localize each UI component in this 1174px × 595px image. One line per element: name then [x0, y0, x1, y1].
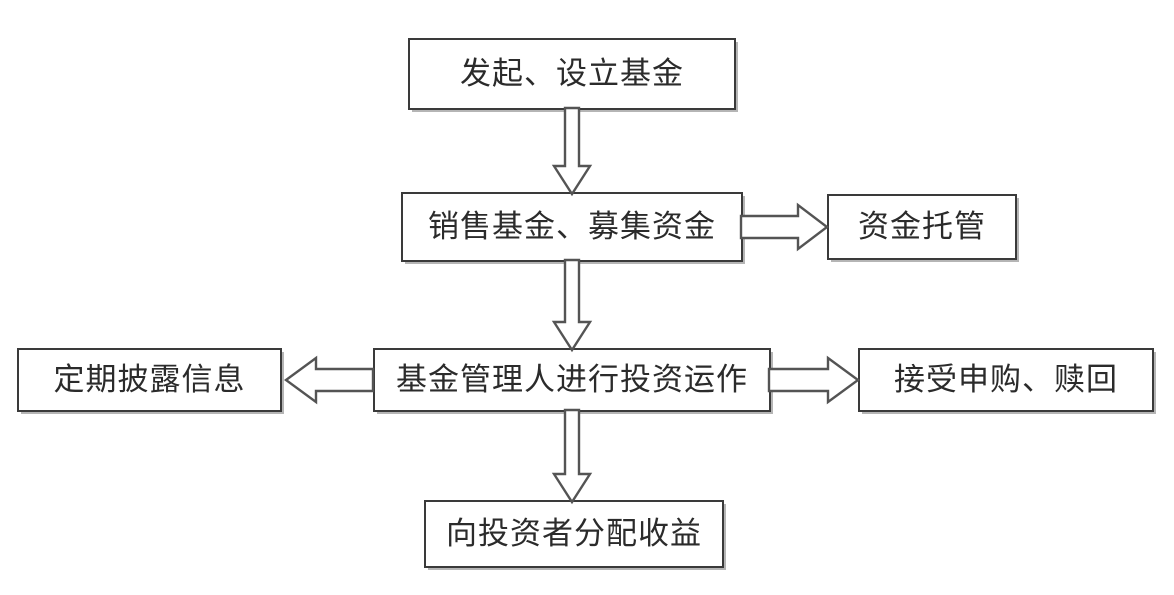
node-accept-subscription-redemption[interactable]: 接受申购、赎回 — [858, 348, 1154, 412]
arrow-manager-to-distribute — [551, 408, 593, 505]
node-distribute-income-to-investors-label: 向投资者分配收益 — [446, 515, 702, 552]
node-sell-fund-raise-capital-label: 销售基金、募集资金 — [428, 208, 716, 245]
node-fund-custody-label: 资金托管 — [858, 208, 986, 245]
arrow-manager-to-disclose — [283, 355, 375, 405]
node-fund-custody[interactable]: 资金托管 — [827, 194, 1017, 260]
node-fund-manager-investment-operation-label: 基金管理人进行投资运作 — [396, 361, 748, 398]
node-accept-subscription-redemption-label: 接受申购、赎回 — [894, 361, 1118, 398]
node-fund-manager-investment-operation[interactable]: 基金管理人进行投资运作 — [373, 348, 771, 412]
node-sell-fund-raise-capital[interactable]: 销售基金、募集资金 — [401, 192, 743, 262]
node-periodic-disclosure-label: 定期披露信息 — [53, 361, 246, 398]
arrow-initiate-to-sell — [551, 106, 593, 197]
node-periodic-disclosure[interactable]: 定期披露信息 — [17, 348, 282, 412]
node-distribute-income-to-investors[interactable]: 向投资者分配收益 — [424, 500, 724, 568]
node-initiate-fund-label: 发起、设立基金 — [460, 55, 684, 92]
node-initiate-fund[interactable]: 发起、设立基金 — [408, 38, 736, 110]
arrow-manager-to-subscribe — [767, 355, 861, 405]
arrow-sell-to-custody — [739, 202, 829, 252]
arrow-sell-to-manager — [551, 258, 593, 353]
